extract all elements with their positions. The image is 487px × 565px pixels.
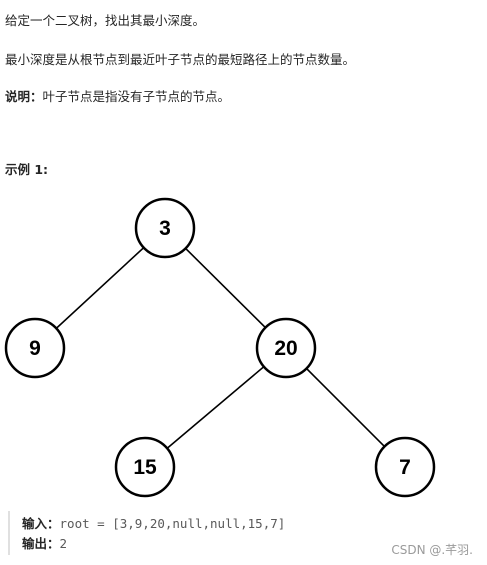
tree-node-20: 20: [255, 317, 317, 379]
note: 说明：叶子节点是指没有子节点的节点。: [5, 89, 230, 105]
problem-description: 给定一个二叉树，找出其最小深度。: [5, 13, 206, 28]
tree-node-label: 9: [29, 337, 41, 360]
tree-node-circle: [4, 317, 66, 379]
tree-node-circle: [114, 436, 176, 498]
tree-node-7: 7: [374, 436, 436, 498]
input-line: 输入：root = [3,9,20,null,null,15,7]: [22, 516, 285, 532]
tree-edge-n20-n15: [144, 347, 287, 468]
output-label: 输出：: [22, 536, 60, 551]
tree-node-label: 7: [399, 456, 411, 479]
tree-node-label: 20: [274, 337, 297, 360]
tree-node-15: 15: [114, 436, 176, 498]
binary-tree-diagram: 3 9 20 15 7: [4, 197, 436, 498]
note-label: 说明：: [5, 89, 43, 104]
tree-node-label: 3: [159, 217, 171, 240]
min-depth-definition: 最小深度是从根节点到最近叶子节点的最短路径上的节点数量。: [5, 52, 356, 67]
csdn-watermark: CSDN @.芊羽.: [391, 543, 473, 557]
tree-node-circle: [255, 317, 317, 379]
input-value: root = [3,9,20,null,null,15,7]: [59, 516, 286, 531]
example-title: 示例 1:: [5, 162, 49, 177]
output-value: 2: [59, 536, 68, 551]
tree-node-label: 15: [133, 456, 157, 479]
tree-node-9: 9: [4, 317, 66, 379]
note-text: 叶子节点是指没有子节点的节点。: [42, 89, 231, 104]
example-io-block: 输入：root = [3,9,20,null,null,15,7] 输出：2: [8, 511, 408, 555]
output-line: 输出：2: [22, 536, 67, 552]
input-label: 输入：: [22, 516, 60, 531]
tree-node-circle: [374, 436, 436, 498]
tree-node-circle: [134, 197, 196, 259]
tree-node-3: 3: [134, 197, 196, 259]
